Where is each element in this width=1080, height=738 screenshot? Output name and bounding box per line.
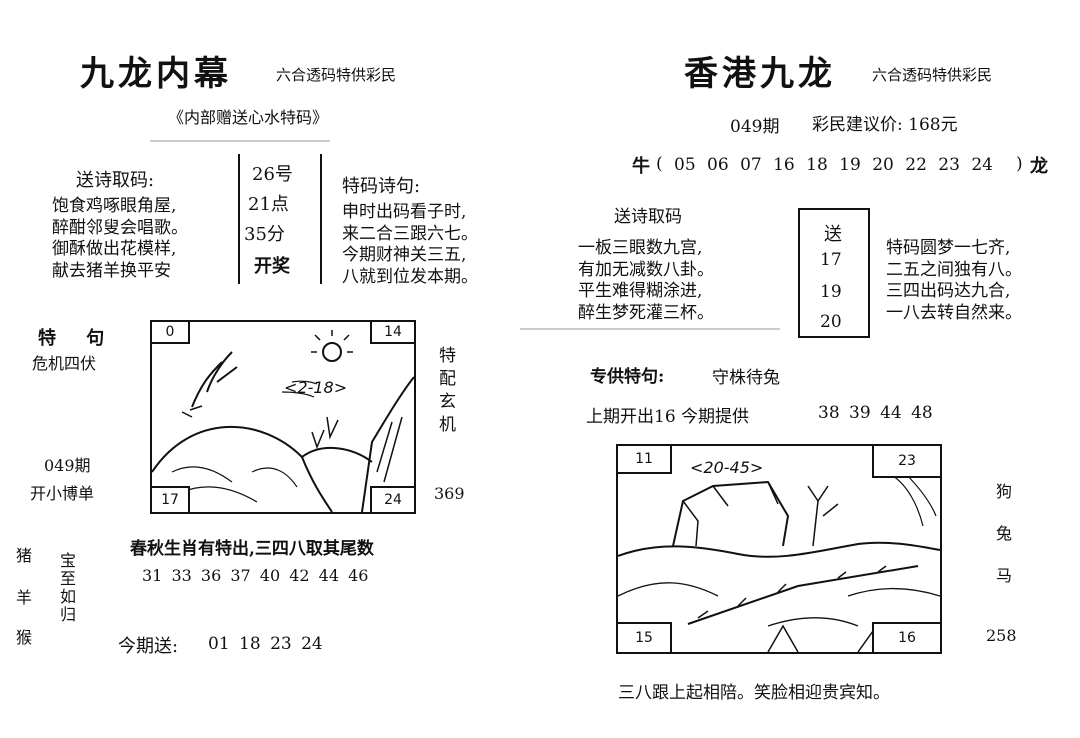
- left-sketch-handwritten: <2-18>: [284, 378, 348, 397]
- scan-noise-line: [150, 140, 330, 142]
- poem-line: 八就到位发本期。: [342, 266, 478, 287]
- scan-noise-line: [520, 328, 780, 330]
- poem-line: 醉酣邻叟会唱歌。: [52, 217, 188, 238]
- left-sketch-drawing: [152, 330, 414, 512]
- right-side-number: 258: [986, 626, 1017, 645]
- right-zodiac-numbers: 05 06 07 16 18 19 20 22 23 24: [674, 155, 993, 175]
- poem-line: 来二合三跟六七。: [342, 223, 478, 244]
- left-title: 九龙内幕: [80, 54, 232, 94]
- right-zodiac-0: 狗: [996, 482, 1013, 501]
- draw-label: 开奖: [254, 256, 290, 277]
- left-special-heading: 特 句: [38, 328, 117, 349]
- right-period: 049期: [730, 117, 780, 137]
- draw-date: 26号: [252, 164, 293, 185]
- right-special-label: 专供特句:: [590, 367, 665, 387]
- right-send-num-3: 20: [820, 312, 842, 332]
- right-zodiac-2: 马: [996, 566, 1013, 585]
- left-period-note: 开小博单: [30, 484, 95, 503]
- right-sketch-corner-tr: 23: [872, 444, 942, 478]
- right-sketch-corner-tl: 11: [616, 444, 672, 474]
- left-period: 049期: [44, 456, 91, 475]
- right-last-numbers: 38 39 44 48: [818, 403, 933, 423]
- left-sketch-corner-bl: 17: [150, 486, 190, 514]
- poem-line: 饱食鸡啄眼角屋,: [52, 196, 177, 216]
- right-poem1: 一板三眼数九宫, 有加无减数八卦。 平生难得糊涂进, 醉生梦死灌三杯。: [578, 238, 714, 324]
- left-sketch-corner-br: 24: [370, 486, 416, 514]
- draw-minute: 35分: [244, 224, 285, 245]
- left-tail-numbers: 31 33 36 37 40 42 44 46: [142, 566, 369, 585]
- left-sketch-corner-tr: 14: [370, 320, 416, 344]
- left-zodiac-0: 猪: [16, 546, 33, 565]
- left-poem1: 饱食鸡啄眼角屋, 醉酣邻叟会唱歌。 御酥做出花模样, 献去猪羊换平安: [52, 196, 188, 282]
- right-subtitle: 六合透码特供彩民: [872, 66, 993, 84]
- poem-line: 二五之间独有八。: [886, 259, 1022, 280]
- poem-line: 平生难得糊涂进,: [578, 281, 703, 301]
- right-sketch-corner-bl: 15: [616, 622, 672, 654]
- right-sketch-drawing: [618, 470, 940, 652]
- left-side-number: 369: [434, 484, 465, 503]
- poem-line: 一板三眼数九宫,: [578, 238, 703, 258]
- poem-line: 申时出码看子时,: [342, 202, 467, 222]
- right-send-box: [798, 208, 870, 338]
- right-zodiac-right: 龙: [1030, 156, 1048, 177]
- left-tail-hint: 春秋生肖有特出,三四八取其尾数: [130, 539, 374, 559]
- right-zodiac-1: 兔: [996, 524, 1013, 543]
- left-send-label: 今期送:: [118, 636, 179, 657]
- right-last-period: 上期开出16 今期提供: [586, 407, 750, 427]
- right-send-label: 送: [824, 224, 842, 245]
- left-subtitle: 六合透码特供彩民: [276, 66, 397, 84]
- right-sketch-handwritten: <20-45>: [690, 458, 764, 477]
- left-send-numbers: 01 18 23 24: [208, 634, 323, 654]
- right-send-num-1: 17: [820, 250, 842, 270]
- left-side-vertical: 特配玄机: [435, 346, 455, 438]
- poem-line: 一八去转自然来。: [886, 302, 1022, 323]
- right-title: 香港九龙: [684, 54, 836, 94]
- left-poem2-heading: 特码诗句:: [342, 176, 421, 197]
- left-poem1-heading: 送诗取码:: [76, 170, 155, 191]
- right-poem1-heading: 送诗取码: [614, 207, 682, 227]
- right-price: 彩民建议价: 168元: [812, 115, 958, 135]
- left-sketch-corner-tl: 0: [150, 320, 190, 344]
- left-phrase-col: 宝至如归: [57, 552, 76, 624]
- right-zodiac-left: 牛: [632, 156, 650, 177]
- poem-line: 醉生梦死灌三杯。: [578, 302, 714, 323]
- right-poem2: 特码圆梦一七齐, 二五之间独有八。 三四出码达九合, 一八去转自然来。: [886, 238, 1022, 324]
- poem-line: 御酥做出花模样,: [52, 239, 177, 259]
- poem-line: 三四出码达九合,: [886, 281, 1011, 301]
- right-zodiac-close: ): [1016, 154, 1023, 174]
- left-draw-time-box: [238, 154, 322, 284]
- left-sketch-frame: [150, 320, 416, 514]
- left-poem2: 申时出码看子时, 来二合三跟六七。 今期财神关三五, 八就到位发本期。: [342, 202, 478, 288]
- left-zodiac-2: 猴: [16, 628, 33, 647]
- right-sketch-corner-br: 16: [872, 622, 942, 654]
- right-zodiac-open: (: [656, 154, 663, 174]
- poem-line: 今期财神关三五,: [342, 245, 467, 265]
- right-send-num-2: 19: [820, 282, 842, 302]
- poem-line: 特码圆梦一七齐,: [886, 238, 1011, 258]
- right-bottom-line: 三八跟上起相陪。笑脸相迎贵宾知。: [618, 683, 890, 703]
- left-special-phrase: 危机四伏: [32, 354, 97, 373]
- draw-hour: 21点: [248, 194, 289, 215]
- right-special-phrase: 守株待兔: [712, 368, 780, 388]
- left-zodiac-1: 羊: [16, 588, 33, 607]
- poem-line: 献去猪羊换平安: [52, 260, 171, 281]
- left-banner: 《内部赠送心水特码》: [168, 108, 329, 127]
- poem-line: 有加无减数八卦。: [578, 259, 714, 280]
- right-sketch-frame: [616, 444, 942, 654]
